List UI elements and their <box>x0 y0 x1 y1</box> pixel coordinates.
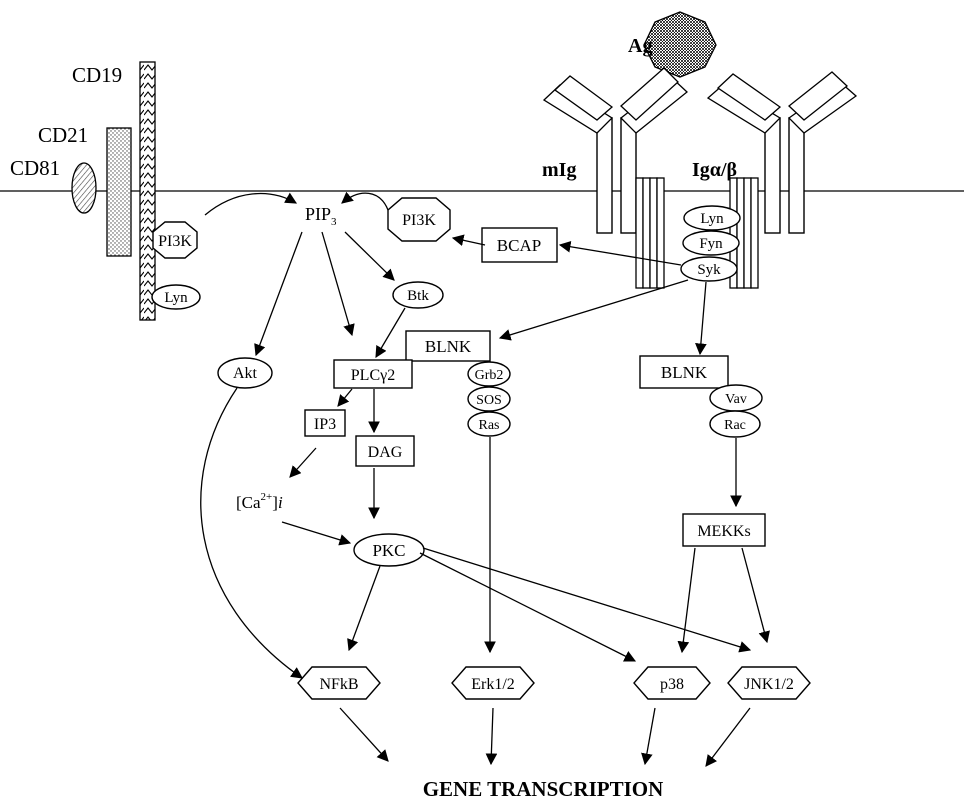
arrow-syk-to-blnk-right <box>695 281 707 356</box>
akt-node <box>217 357 273 389</box>
arrow-nfkb-to-transcription <box>339 707 389 762</box>
grb2-node <box>467 361 511 387</box>
pkc-node <box>353 533 425 567</box>
sos-node <box>467 386 511 412</box>
cd81-label: CD81 <box>10 156 60 180</box>
blnk-right-label: BLNK <box>661 363 708 382</box>
akt-label: Akt <box>233 365 258 382</box>
arrow-pip3-to-btk <box>344 231 395 281</box>
arrow-plcg2-to-ip3 <box>337 388 353 407</box>
gene-transcription-label: GENE TRANSCRIPTION <box>423 777 664 801</box>
jnk-label: JNK1/2 <box>744 676 794 693</box>
pi3k-right-node <box>387 197 451 242</box>
p38-node <box>633 666 711 700</box>
syk-label: Syk <box>697 262 721 278</box>
ig-alpha-beta-label: Igα/β <box>692 159 737 181</box>
ras-node <box>467 411 511 437</box>
arrow-pkc-to-jnk <box>422 547 752 653</box>
pathway-arrows <box>200 191 770 767</box>
lyn-right-label: Lyn <box>700 211 724 227</box>
cd19-receptor <box>139 61 156 321</box>
ip3-node <box>304 409 346 437</box>
arrow-jnk-to-transcription <box>705 707 751 767</box>
heavy-chain-1 <box>596 117 613 234</box>
arrow-pip3-to-akt <box>254 231 303 357</box>
pi3k-left-label: PI3K <box>158 233 192 250</box>
mig-label: mIg <box>542 159 576 181</box>
fyn-node <box>682 230 740 256</box>
pi3k-right-label: PI3K <box>402 212 436 229</box>
dag-node <box>355 435 415 467</box>
cd21-label: CD21 <box>38 123 88 147</box>
pip3-label: PIP3 <box>305 204 337 228</box>
fyn-label: Fyn <box>699 236 723 252</box>
cd21-receptor <box>106 127 132 257</box>
bcap-label: BCAP <box>497 236 541 255</box>
nfkb-label: NFkB <box>319 676 358 693</box>
rac-node <box>709 410 761 438</box>
nfkb-node <box>297 666 381 700</box>
arrow-akt-to-nfkb <box>200 387 303 679</box>
ras-label: Ras <box>479 418 500 433</box>
ig-alpha-beta-bars <box>635 177 759 289</box>
arrow-pkc-to-nfkb <box>347 565 381 652</box>
arrow-p38-to-transcription <box>641 707 656 766</box>
arrow-mekks-to-p38 <box>677 547 696 654</box>
lyn-left-label: Lyn <box>164 290 188 306</box>
ip3-label: IP3 <box>314 416 336 433</box>
fab-arms <box>542 67 858 134</box>
cd81-receptor <box>71 162 97 214</box>
dag-label: DAG <box>368 444 403 461</box>
btk-label: Btk <box>407 288 429 304</box>
bcap-node <box>481 227 558 263</box>
pi3k-left-node <box>152 221 198 259</box>
vav-label: Vav <box>725 392 747 407</box>
p38-label: p38 <box>660 676 684 693</box>
arrow-syk-to-bcap <box>558 240 682 266</box>
jnk-node <box>727 666 811 700</box>
grb2-label: Grb2 <box>475 368 504 383</box>
syk-node <box>680 256 738 282</box>
calcium-label: [Ca2+]i <box>236 491 283 512</box>
arrow-bcap-to-pi3k <box>451 234 486 246</box>
arrow-btk-to-plcg2 <box>375 307 406 359</box>
lyn-left-node <box>151 284 201 310</box>
blnk-center-node <box>405 330 491 362</box>
arrow-calcium-to-pkc <box>281 521 352 546</box>
antigen-label: Ag <box>628 35 652 57</box>
arrow-syk-to-blnk-center <box>498 279 689 341</box>
heavy-chain-2 <box>620 117 637 234</box>
erk-node <box>451 666 535 700</box>
mekks-label: MEKKs <box>697 523 750 540</box>
arrow-mekks-to-jnk <box>741 547 770 644</box>
mekks-node <box>682 513 766 547</box>
lyn-right-node <box>683 205 741 231</box>
blnk-right-node <box>639 355 729 389</box>
erk-label: Erk1/2 <box>471 676 515 693</box>
arrow-ip3-to-calcium <box>289 447 317 478</box>
arrow-pi3k-left-to-pip3 <box>204 192 298 216</box>
blnk-center-label: BLNK <box>425 337 472 356</box>
arrow-pip3-to-plcg2 <box>321 231 355 337</box>
btk-node <box>392 281 444 309</box>
heavy-chain-4 <box>788 117 805 234</box>
sos-label: SOS <box>476 393 502 408</box>
pkc-label: PKC <box>372 541 405 560</box>
plcg2-label: PLCγ2 <box>351 367 395 384</box>
rac-label: Rac <box>724 418 746 433</box>
cd19-label: CD19 <box>72 63 122 87</box>
arrow-erk-to-transcription <box>485 707 498 766</box>
arrow-pi3k-right-to-pip3 <box>341 191 389 211</box>
plcg2-node <box>333 359 413 389</box>
arrow-pkc-to-p38 <box>419 552 637 662</box>
heavy-chain-3 <box>764 117 781 234</box>
antigen <box>643 11 717 78</box>
